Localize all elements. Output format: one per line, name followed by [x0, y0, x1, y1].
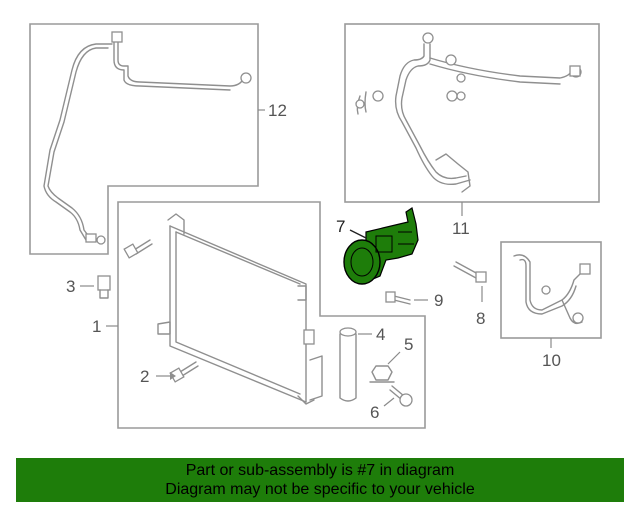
condenser-1: [157, 213, 323, 405]
bolt-2: [169, 361, 199, 383]
callout-5: 5: [404, 335, 413, 354]
callout-9: 9: [434, 291, 443, 310]
leader-6: [383, 397, 395, 407]
drier-4: [339, 327, 357, 402]
bolt-6: [389, 385, 413, 407]
callout-10: 10: [542, 351, 561, 370]
callout-6: 6: [370, 403, 379, 422]
hose-11: [355, 32, 582, 193]
callout-11: 11: [452, 219, 470, 238]
callout-7: 7: [336, 217, 345, 236]
frame-1: [117, 201, 426, 429]
hose-12: [43, 31, 252, 245]
pipe-10: [513, 254, 591, 325]
banner-line-1: Part or sub-assembly is #7 in diagram: [185, 462, 455, 479]
sensor-3: [97, 275, 111, 299]
callout-1: 1: [92, 317, 101, 336]
bolt-upper: [123, 239, 153, 259]
callout-3: 3: [66, 277, 75, 296]
frame-11: [344, 23, 600, 203]
leader-7: [349, 229, 367, 239]
compressor-7: [343, 207, 419, 285]
callout-8: 8: [476, 309, 485, 328]
bracket-5: [369, 365, 395, 383]
callout-12: 12: [268, 101, 287, 120]
info-banner: Part or sub-assembly is #7 in diagram Di…: [16, 458, 624, 502]
bolt-8: [453, 261, 487, 283]
frame-12: [29, 23, 259, 255]
banner-line-2: Diagram may not be specific to your vehi…: [165, 481, 475, 498]
bolt-9: [385, 291, 411, 305]
callout-2: 2: [140, 367, 149, 386]
callout-4: 4: [376, 325, 385, 344]
frame-10: [500, 241, 602, 339]
leader-5: [387, 351, 401, 365]
